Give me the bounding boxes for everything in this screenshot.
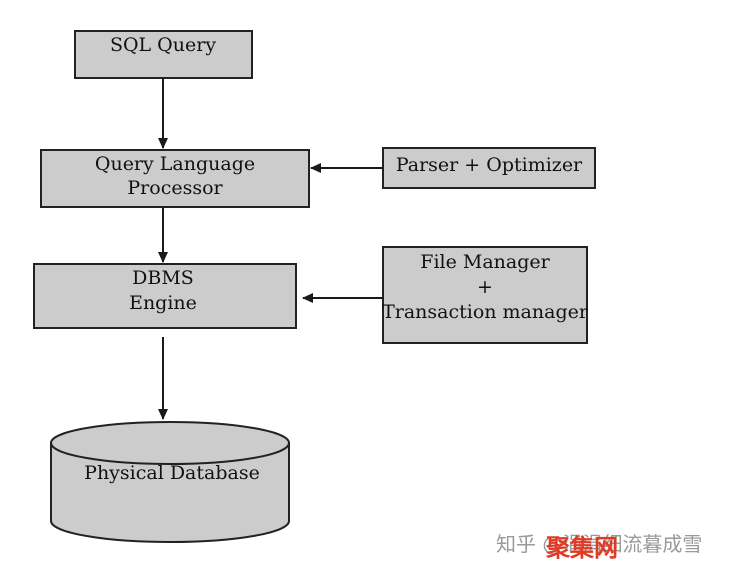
sql-query-label: SQL Query <box>110 34 216 56</box>
parser-optimizer-label: Parser + Optimizer <box>396 154 583 176</box>
physical-database-cylinder-body <box>50 443 290 543</box>
physical-database-node: Physical Database <box>50 421 290 543</box>
parser-optimizer-box <box>382 147 596 189</box>
plus-label: + <box>477 276 493 298</box>
dbms-engine-label-line-1: DBMS <box>132 267 194 289</box>
brand-watermark: 聚集网 <box>545 534 618 562</box>
file-transaction-manager-box <box>382 246 588 344</box>
query-language-processor-node: Query Language Processor <box>40 149 310 208</box>
dbms-engine-label-line-2: Engine <box>129 292 197 314</box>
parser-optimizer-node: Parser + Optimizer <box>382 147 596 189</box>
zhihu-watermark: 知乎 @涓涓细流暮成雪 <box>496 532 702 556</box>
physical-database-cylinder-top <box>50 421 290 465</box>
query-language-processor-label-line-2: Processor <box>127 177 223 199</box>
dbms-engine-box <box>33 263 297 329</box>
query-language-processor-label-line-1: Query Language <box>95 153 255 175</box>
sql-query-box <box>74 30 253 79</box>
sql-query-node: SQL Query <box>74 30 253 79</box>
physical-database-label: Physical Database <box>84 462 260 484</box>
transaction-manager-label: Transaction manager <box>382 301 589 323</box>
file-transaction-manager-node: File Manager + Transaction manager <box>382 246 589 344</box>
file-manager-label: File Manager <box>420 251 550 273</box>
dbms-engine-node: DBMS Engine <box>33 263 297 329</box>
query-language-processor-box <box>40 149 310 208</box>
